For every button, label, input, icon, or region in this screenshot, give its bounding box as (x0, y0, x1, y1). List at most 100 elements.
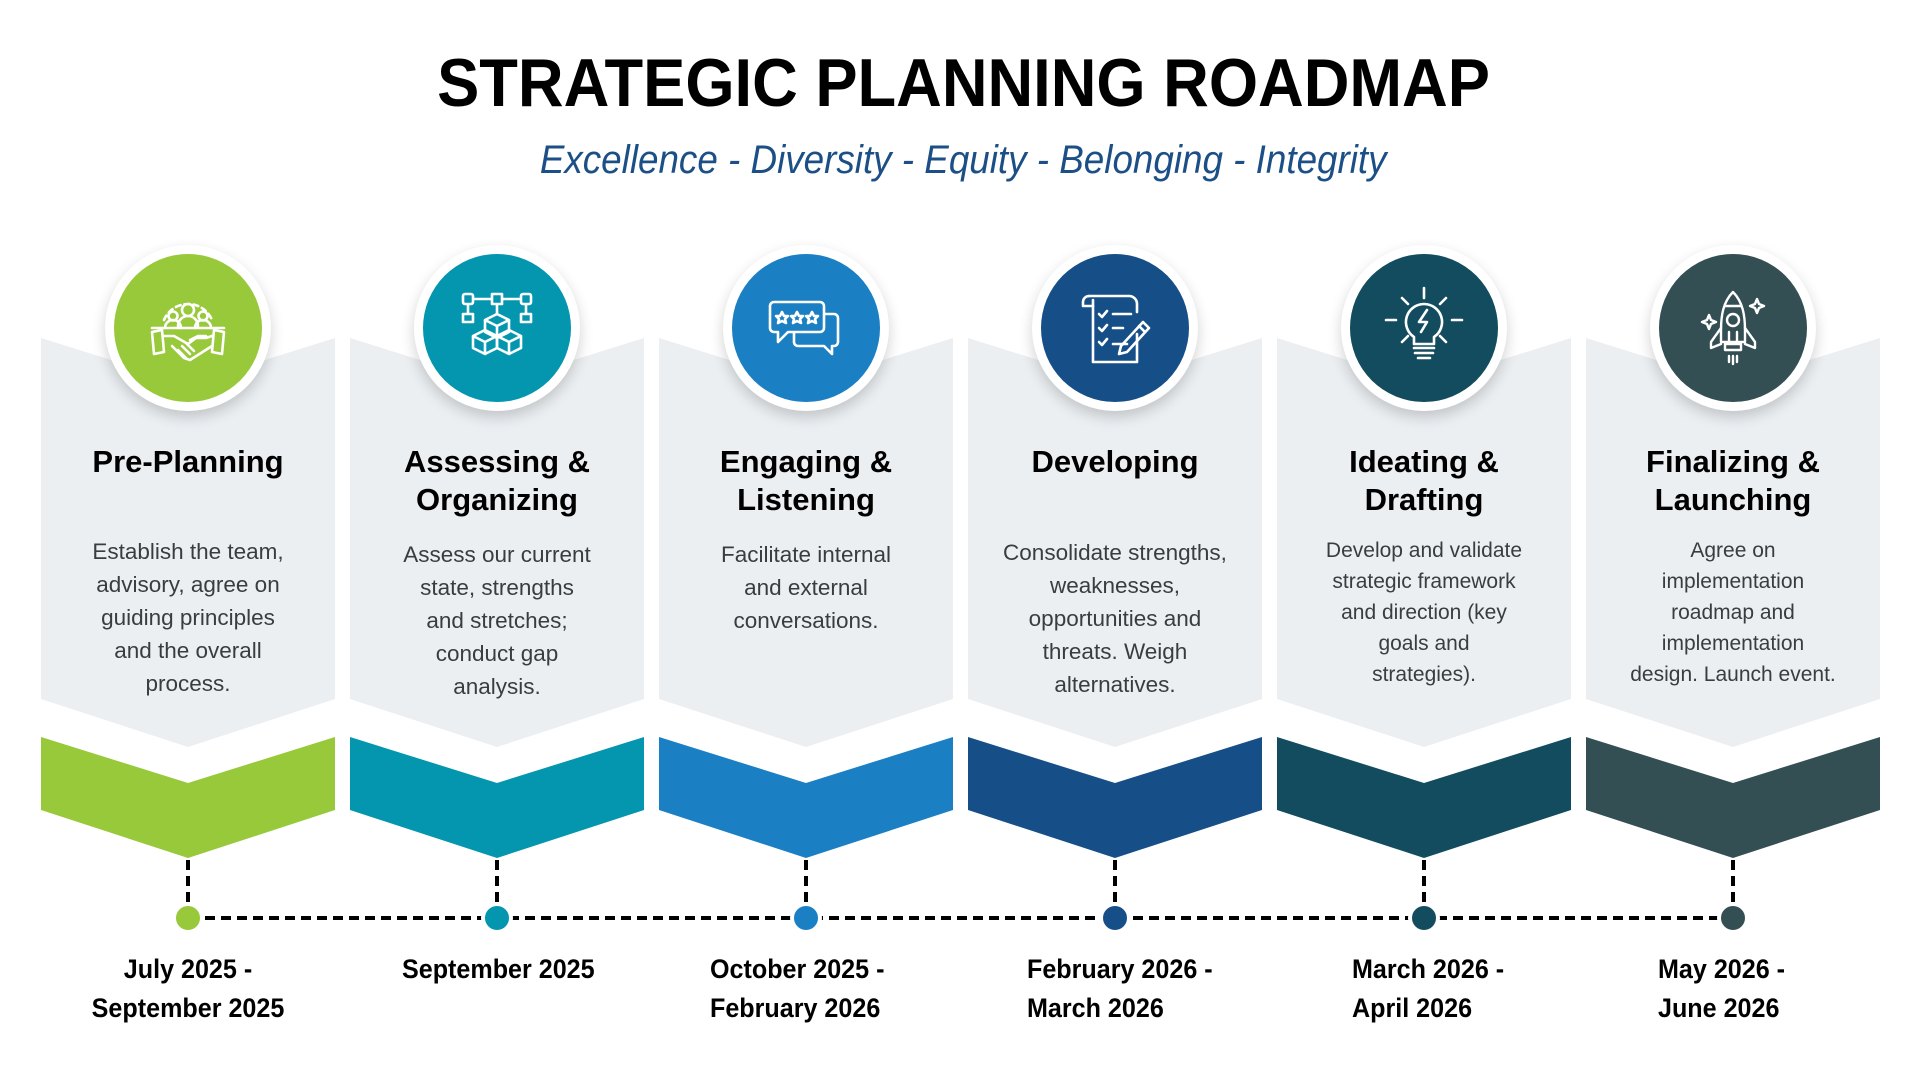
card-backgrounds (41, 338, 1880, 747)
card-bg-4 (968, 338, 1262, 747)
desc-line: and stretches; (426, 608, 568, 633)
date-line: May 2026 - (1658, 954, 1786, 984)
rocket-icon (1659, 254, 1807, 402)
stage-title: Developing (968, 443, 1262, 481)
desc-line: alternatives. (1054, 672, 1176, 697)
stage-title-line: Drafting (1364, 482, 1484, 517)
desc-line: guiding principles (101, 605, 275, 630)
stage-card-finalizing-launching: Finalizing & Launching Agree on implemen… (1586, 338, 1880, 758)
date-line: April 2026 (1352, 993, 1473, 1023)
stage-title-line: Developing (1031, 444, 1199, 479)
stage-icon-badge-5 (1341, 245, 1507, 411)
lightbulb-icon (1350, 254, 1498, 402)
page-subtitle: Excellence - Diversity - Equity - Belong… (539, 138, 1387, 182)
desc-line: weaknesses, (1049, 573, 1181, 598)
chevron-3 (659, 737, 953, 858)
desc-line: and the overall (114, 638, 262, 663)
chevron-4 (968, 737, 1262, 858)
stage-title: Finalizing & Launching (1586, 443, 1880, 519)
desc-line: Facilitate internal (720, 542, 892, 567)
desc-line: advisory, agree on (96, 572, 280, 597)
stage-date-4: February 2026 - March 2026 (1027, 950, 1213, 1028)
cubes-network-icon (423, 254, 571, 402)
desc-line: conversations. (733, 608, 879, 633)
stage-card-developing: Developing Consolidate strengths, weakne… (968, 338, 1262, 758)
desc-line: strategies). (1372, 663, 1476, 686)
date-line: February 2026 - (1027, 954, 1213, 984)
card-bg-1 (41, 338, 335, 747)
chevron-5 (1277, 737, 1571, 858)
desc-line: threats. Weigh (1042, 639, 1188, 664)
desc-line: goals and (1378, 632, 1470, 655)
stage-description: Develop and validate strategic framework… (1299, 535, 1549, 690)
desc-line: strategic framework (1332, 570, 1516, 593)
stage-title: Pre-Planning (41, 443, 335, 481)
desc-line: and direction (key (1341, 601, 1507, 624)
stage-description: Establish the team, advisory, agree on g… (63, 535, 313, 700)
date-line: September 2025 (91, 993, 285, 1023)
desc-line: design. Launch event. (1630, 663, 1836, 686)
date-line: July 2025 - (123, 954, 253, 984)
stage-title: Engaging & Listening (659, 443, 953, 519)
date-line: February 2026 (710, 993, 881, 1023)
stage-description: Assess our current state, strengths and … (372, 538, 622, 703)
stage-description: Facilitate internal and external convers… (681, 538, 931, 637)
stage-icon-badge-2 (414, 245, 580, 411)
stage-title-line: Listening (737, 482, 875, 517)
desc-line: Consolidate strengths, (1003, 540, 1227, 565)
card-bg-6 (1586, 338, 1880, 747)
stage-date-3: October 2025 - February 2026 (710, 950, 884, 1028)
desc-line: state, strengths (420, 575, 574, 600)
desc-line: opportunities and (1028, 606, 1202, 631)
stage-title-line: Finalizing & (1646, 444, 1820, 479)
timeline-dot-1 (172, 902, 204, 934)
stage-icon-badge-1 (105, 245, 271, 411)
date-line: June 2026 (1658, 993, 1780, 1023)
stage-title-line: Assessing & (403, 444, 591, 479)
card-bg-5 (1277, 338, 1571, 747)
stage-card-assessing-organizing: Assessing & Organizing Assess our curren… (350, 338, 644, 758)
desc-line: and external (744, 575, 868, 600)
stage-title: Ideating & Drafting (1277, 443, 1571, 519)
stage-title-line: Pre-Planning (92, 444, 284, 479)
chevrons (41, 737, 1880, 858)
chevron-1 (41, 737, 335, 858)
chevron-6 (1586, 737, 1880, 858)
desc-line: Assess our current (403, 542, 591, 567)
stage-title-line: Ideating & (1349, 444, 1499, 479)
stage-description: Consolidate strengths, weaknesses, oppor… (980, 536, 1250, 701)
team-handshake-icon (114, 254, 262, 402)
stage-title-line: Launching (1654, 482, 1812, 517)
chat-rating-icon (732, 254, 880, 402)
card-bg-3 (659, 338, 953, 747)
chevron-2 (350, 737, 644, 858)
desc-line: Establish the team, (92, 539, 284, 564)
timeline-dot-5 (1408, 902, 1440, 934)
stage-card-ideating-drafting: Ideating & Drafting Develop and validate… (1277, 338, 1571, 758)
desc-line: Develop and validate (1325, 539, 1523, 562)
stage-icon-badge-3 (723, 245, 889, 411)
stage-date-5: March 2026 - April 2026 (1352, 950, 1504, 1028)
checklist-pencil-icon (1041, 254, 1189, 402)
desc-line: implementation (1661, 570, 1805, 593)
desc-line: implementation (1661, 632, 1805, 655)
timeline (186, 860, 1735, 920)
stage-icon-badge-4 (1032, 245, 1198, 411)
stage-date-2: September 2025 (402, 950, 595, 989)
stage-description: Agree on implementation roadmap and impl… (1598, 535, 1868, 690)
timeline-dot-2 (481, 902, 513, 934)
stage-title: Assessing & Organizing (350, 443, 644, 519)
date-line: March 2026 (1027, 993, 1164, 1023)
date-line: March 2026 - (1352, 954, 1505, 984)
stage-card-pre-planning: Pre-Planning Establish the team, advisor… (41, 338, 335, 758)
timeline-dot-3 (790, 902, 822, 934)
date-line: October 2025 - (710, 954, 885, 984)
desc-line: conduct gap (435, 641, 559, 666)
desc-line: analysis. (453, 674, 541, 699)
desc-line: Agree on (1690, 539, 1776, 562)
desc-line: roadmap and (1671, 601, 1795, 624)
stage-title-line: Organizing (416, 482, 578, 517)
desc-line: process. (145, 671, 231, 696)
date-line: September 2025 (402, 954, 595, 984)
